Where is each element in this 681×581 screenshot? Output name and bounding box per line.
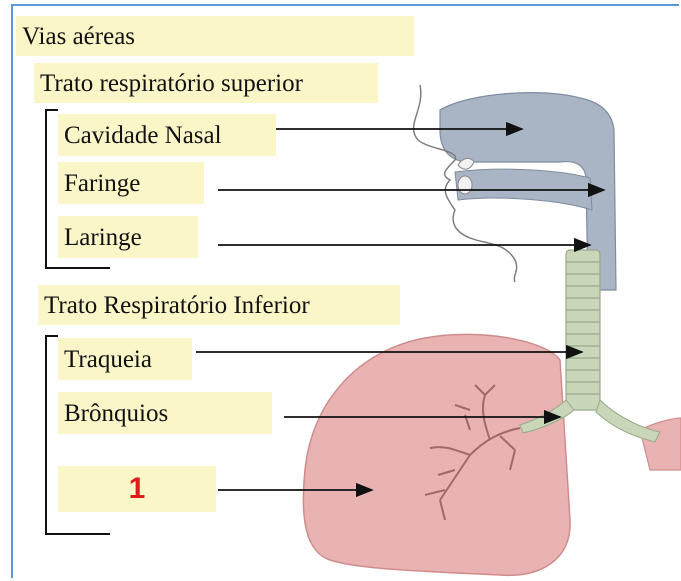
label-larynx: Laringe	[58, 216, 198, 258]
label-trachea: Traqueia	[58, 338, 192, 380]
title-label: Vias aéreas	[16, 16, 414, 56]
label-pharynx: Faringe	[58, 162, 204, 204]
bronchi-right	[596, 400, 660, 442]
label-nasal-cavity: Cavidade Nasal	[58, 114, 276, 156]
lung-shape	[303, 334, 570, 575]
label-bronchi: Brônquios	[58, 392, 272, 434]
lower-tract-label: Trato Respiratório Inferior	[38, 285, 400, 325]
label-number-1: 1	[58, 466, 216, 512]
lung-right-fragment	[640, 418, 681, 470]
upper-tract-label: Trato respiratório superior	[34, 63, 378, 103]
